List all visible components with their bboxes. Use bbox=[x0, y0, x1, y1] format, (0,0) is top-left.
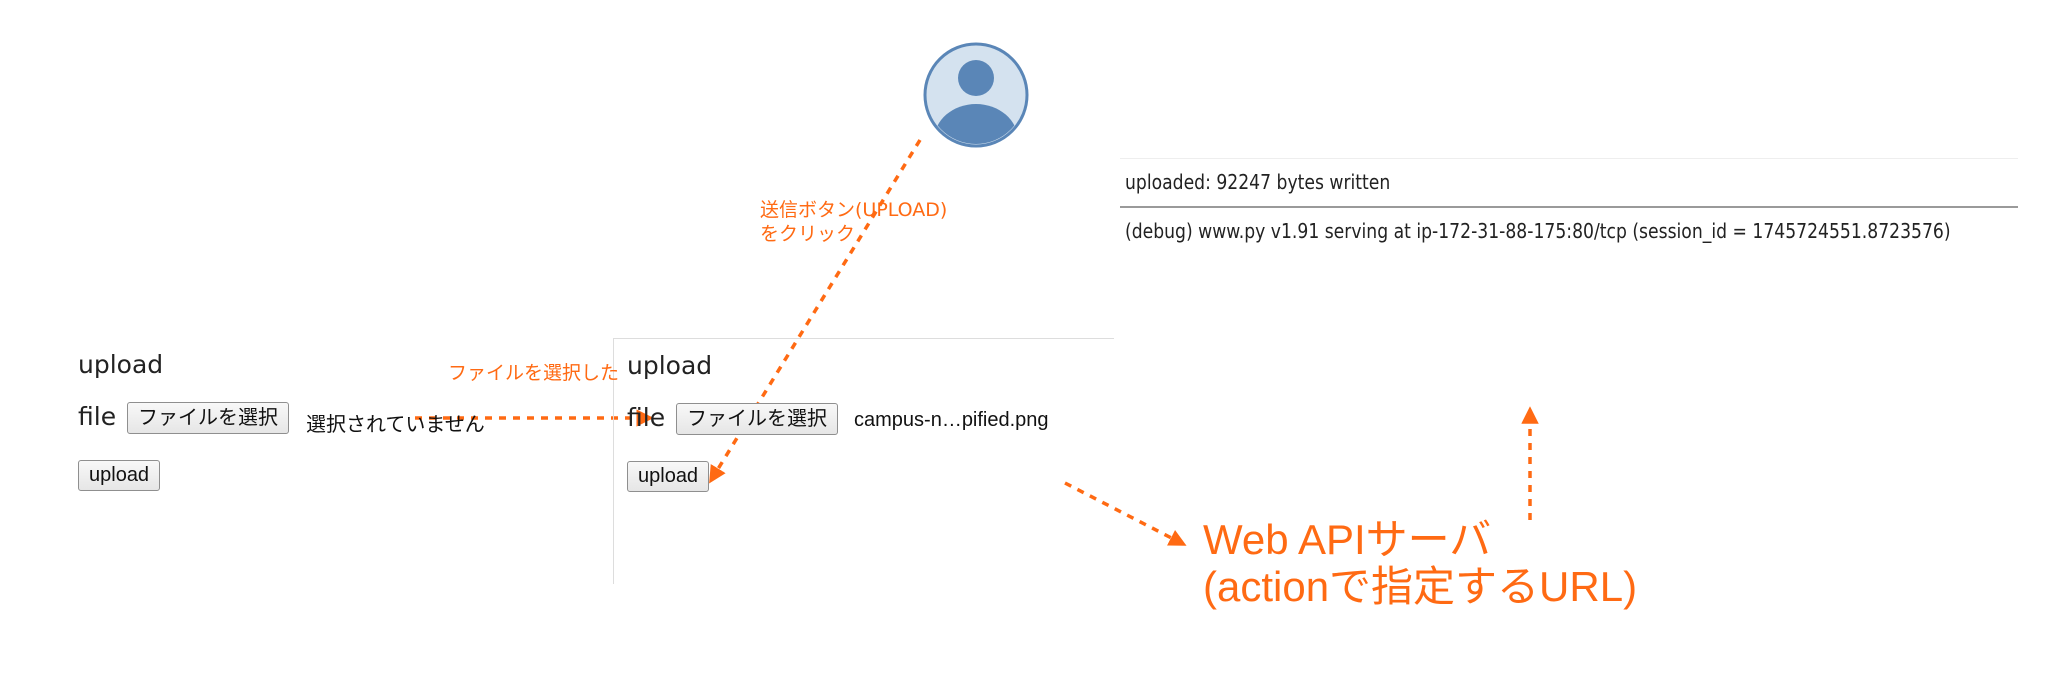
upload-button[interactable]: upload bbox=[627, 461, 710, 492]
file-label: file bbox=[627, 403, 666, 432]
upload-form-after: upload file ファイルを選択 campus-n…pified.png … bbox=[613, 338, 1114, 584]
file-status: 選択されていません bbox=[306, 414, 485, 436]
upload-form-before: upload file ファイルを選択 選択されていません upload bbox=[60, 340, 600, 590]
response-divider bbox=[1120, 206, 2018, 208]
user-avatar-icon bbox=[923, 42, 1029, 148]
form-heading: upload bbox=[78, 350, 164, 379]
arrow-click-upload bbox=[708, 139, 922, 484]
annotation-file-selected: ファイルを選択した bbox=[448, 362, 620, 384]
response-debug-text: (debug) www.py v1.91 serving at ip-172-3… bbox=[1125, 219, 1951, 243]
server-label-line2: (actionで指定するURL) bbox=[1203, 563, 1638, 610]
choose-file-button[interactable]: ファイルを選択 bbox=[676, 403, 838, 435]
choose-file-button[interactable]: ファイルを選択 bbox=[127, 402, 289, 434]
annotation-click-upload-line1: 送信ボタン(UPLOAD) bbox=[760, 199, 948, 221]
upload-button[interactable]: upload bbox=[78, 460, 161, 491]
file-status: campus-n…pified.png bbox=[854, 409, 1049, 431]
file-label: file bbox=[78, 402, 117, 431]
response-top-rule bbox=[1120, 158, 2018, 159]
form-heading: upload bbox=[627, 351, 713, 380]
arrow-to-server bbox=[1064, 481, 1187, 547]
annotation-click-upload-line2: をクリック bbox=[760, 223, 856, 245]
server-label-line1: Web APIサーバ bbox=[1203, 516, 1492, 563]
response-uploaded-text: uploaded: 92247 bytes written bbox=[1125, 170, 1391, 194]
